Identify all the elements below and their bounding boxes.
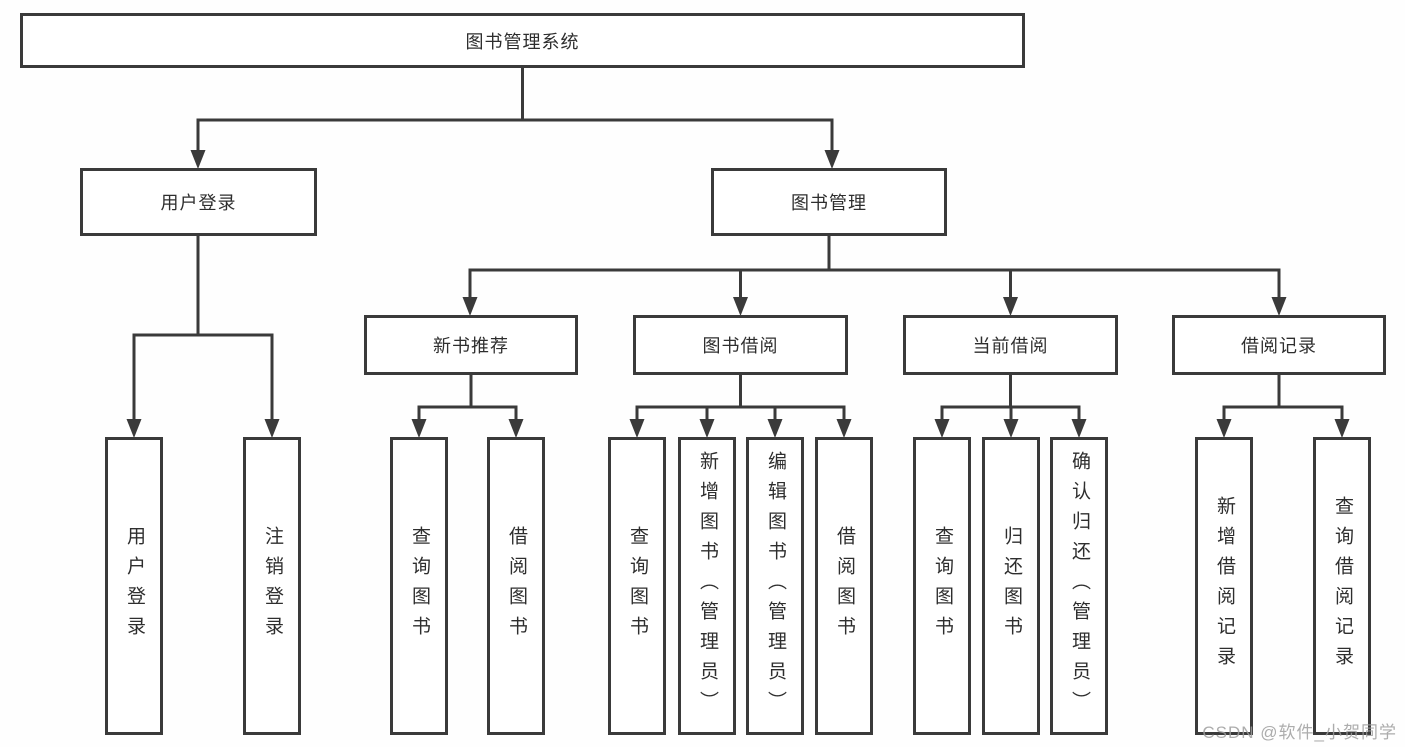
connector-root-to-level2 (190, 68, 840, 169)
node-query-books: 查询图书 (913, 437, 971, 735)
node-return-books: 归还图书 (982, 437, 1040, 735)
connector-new-book-recommend-to-leaves (411, 375, 524, 438)
node-query-books: 查询图书 (390, 437, 448, 735)
watermark: CSDN @软件_小贺同学 (1202, 723, 1397, 742)
node-book-management: 图书管理 (711, 168, 947, 236)
node-book-borrow: 图书借阅 (633, 315, 848, 375)
node-logout: 注销登录 (243, 437, 301, 735)
node-edit-books-admin: 编辑图书（管理员） (746, 437, 804, 735)
connector-book-management-to-level3 (462, 236, 1287, 316)
node-library-management-system: 图书管理系统 (20, 13, 1025, 68)
node-query-borrow-record: 查询借阅记录 (1313, 437, 1371, 735)
node-borrow-books: 借阅图书 (815, 437, 873, 735)
node-borrow-books: 借阅图书 (487, 437, 545, 735)
node-confirm-return-admin: 确认归还（管理员） (1050, 437, 1108, 735)
node-add-books-admin: 新增图书（管理员） (678, 437, 736, 735)
connector-borrow-records-to-leaves (1216, 375, 1350, 438)
node-login: 用户登录 (105, 437, 163, 735)
node-borrow-records: 借阅记录 (1172, 315, 1386, 375)
node-add-borrow-record: 新增借阅记录 (1195, 437, 1253, 735)
node-query-books: 查询图书 (608, 437, 666, 735)
connector-book-borrow-to-leaves (629, 375, 852, 438)
connector-current-borrow-to-leaves (934, 375, 1087, 438)
node-user-login: 用户登录 (80, 168, 317, 236)
connector-user-login-to-leaves (126, 236, 280, 438)
node-current-borrow: 当前借阅 (903, 315, 1118, 375)
node-new-book-recommend: 新书推荐 (364, 315, 578, 375)
